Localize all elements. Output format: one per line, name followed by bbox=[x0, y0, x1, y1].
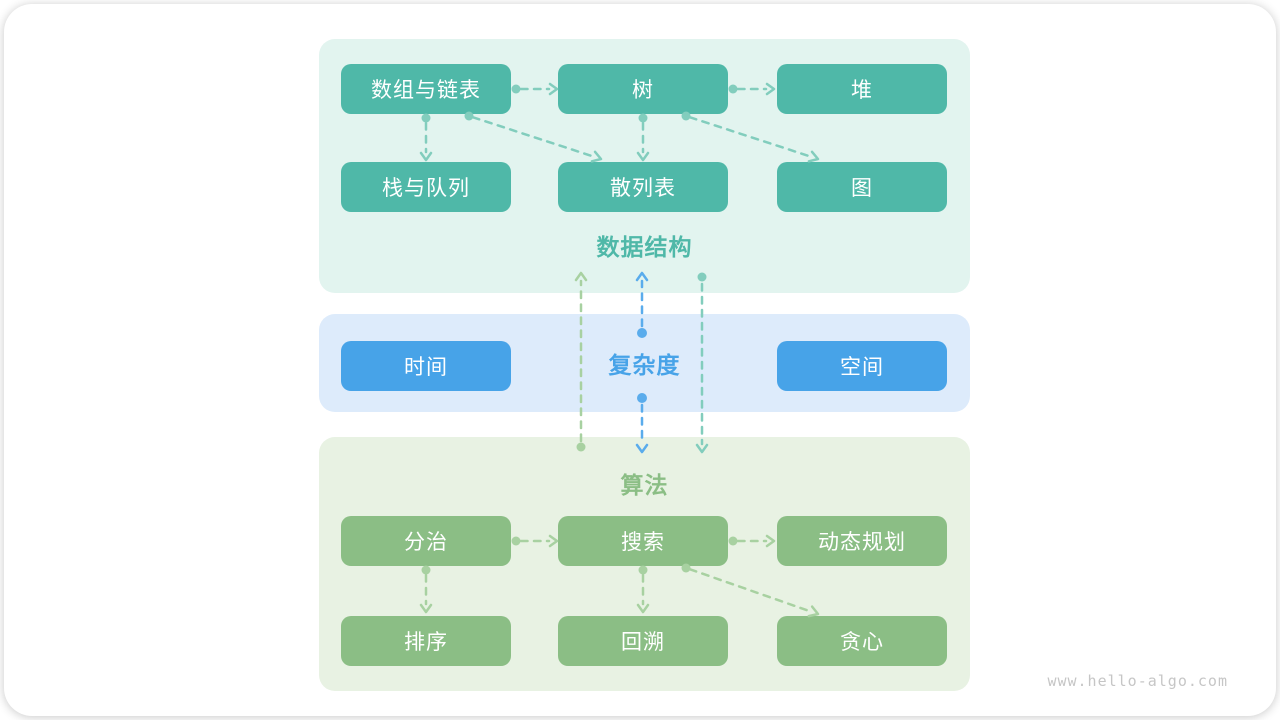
node-space: 空间 bbox=[777, 341, 947, 391]
label-data-structures: 数据结构 bbox=[596, 234, 693, 260]
node-time: 时间 bbox=[341, 341, 511, 391]
node-sorting: 排序 bbox=[341, 616, 511, 666]
node-hash-table: 散列表 bbox=[558, 162, 728, 212]
node-backtracking: 回溯 bbox=[558, 616, 728, 666]
label-algorithms: 算法 bbox=[620, 472, 669, 498]
figure-card: 数组与链表 树 堆 栈与队列 散列表 图 数据结构 时间 空间 复杂度 算法 分… bbox=[4, 4, 1276, 716]
watermark: www.hello-algo.com bbox=[1047, 672, 1228, 690]
node-greedy: 贪心 bbox=[777, 616, 947, 666]
node-arrays-linked-lists: 数组与链表 bbox=[341, 64, 511, 114]
node-dynamic-programming: 动态规划 bbox=[777, 516, 947, 566]
node-heap: 堆 bbox=[777, 64, 947, 114]
node-graph: 图 bbox=[777, 162, 947, 212]
label-complexity: 复杂度 bbox=[608, 352, 681, 378]
node-divide-conquer: 分治 bbox=[341, 516, 511, 566]
node-search: 搜索 bbox=[558, 516, 728, 566]
node-stack-queue: 栈与队列 bbox=[341, 162, 511, 212]
node-tree: 树 bbox=[558, 64, 728, 114]
